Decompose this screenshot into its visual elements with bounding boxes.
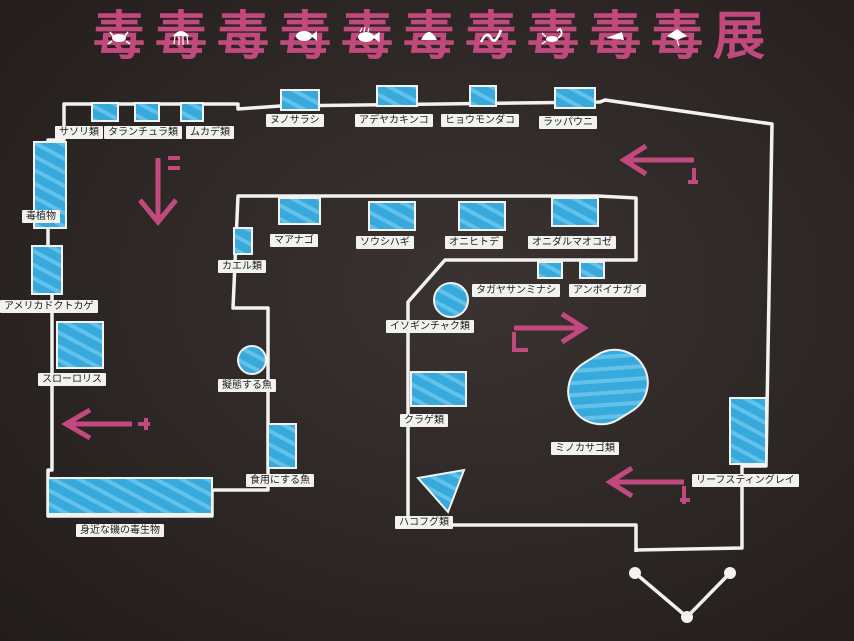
title-char-text: 毒 [154, 6, 207, 67]
tank-hyoumondako [469, 85, 497, 107]
tank-tagayasanminashi [537, 261, 563, 279]
label-slowloris: スローロリス [38, 373, 106, 386]
label-hakofugu: ハコフグ類 [395, 516, 453, 529]
shell-icon [421, 32, 437, 40]
tank-sasori [91, 102, 119, 122]
tank-nunosarashi [280, 89, 320, 111]
title-char: 展 [708, 6, 770, 68]
arrow-right-icon [512, 311, 589, 352]
sea-snake-icon [479, 29, 503, 43]
tank-tarantula [134, 102, 160, 122]
tank-maanago [278, 197, 321, 225]
tank-adeyakakingo [376, 85, 418, 107]
tank-slowloris [56, 321, 104, 369]
spiny-fish-icon [358, 26, 380, 43]
arrow-left-icon [605, 465, 690, 504]
title-char: 毒 [460, 6, 522, 68]
title-char: 毒 [336, 6, 398, 68]
label-onidarumaokoze: オニダルマオコゼ [528, 236, 616, 249]
title-char-text: 展 [712, 6, 765, 67]
label-kaeru: カエル類 [218, 260, 266, 273]
label-kurage: クラゲ類 [400, 414, 448, 427]
tank-hakofugu [416, 468, 466, 514]
tank-americadokutokage [31, 245, 63, 295]
label-onihitode: オニヒトデ [445, 236, 503, 249]
title-char: 毒 [212, 6, 274, 68]
tank-shokuyou [267, 423, 297, 469]
crab-icon [107, 31, 131, 45]
direction-arrows [61, 143, 698, 504]
arrow-left-icon [619, 143, 698, 184]
tank-soushihagi [368, 201, 416, 231]
label-shokuyou: 食用にする魚 [246, 474, 315, 487]
title-char: 毒 [646, 6, 708, 68]
tank-rappauni [554, 87, 596, 109]
tank-gitai [237, 345, 267, 375]
outer-wall [46, 98, 774, 552]
tank-mijika [47, 477, 213, 515]
stingray-icon [667, 29, 687, 46]
tank-leafstingray [729, 397, 767, 465]
title-char: 毒 [88, 6, 150, 68]
tank-isoginchaku [433, 282, 469, 318]
label-dokushokubutsu: 毒植物 [22, 210, 60, 223]
tank-minokasago [567, 348, 649, 426]
title-char: 毒 [274, 6, 336, 68]
label-isoginchaku: イソギンチャク類 [386, 320, 474, 333]
exit-marker [629, 567, 736, 623]
label-nunosarashi: ヌノサラシ [266, 114, 324, 127]
tank-anboinagai [579, 261, 605, 279]
cone-shell-icon [606, 32, 624, 40]
tank-onidarumaokoze [551, 197, 599, 227]
tank-kurage [410, 371, 467, 407]
label-minokasago: ミノカサゴ類 [551, 442, 619, 455]
title-char: 毒 [522, 6, 584, 68]
label-gitai: 擬態する魚 [218, 379, 276, 392]
label-hyoumondako: ヒョウモンダコ [441, 114, 519, 127]
label-sasori: サソリ類 [55, 126, 103, 139]
label-adeyakakingo: アデヤカキンコ [355, 114, 433, 127]
tank-mukade [180, 102, 204, 122]
exhibit-title: 毒 毒 毒 毒 毒 毒 毒 毒 毒 毒 展 [0, 6, 854, 68]
label-mijika: 身近な磯の毒生物 [76, 524, 164, 537]
title-char: 毒 [584, 6, 646, 68]
tanks [31, 85, 767, 515]
label-rappauni: ラッパウニ [539, 116, 597, 129]
label-tarantula: タランチュラ類 [104, 126, 182, 139]
arrow-left-icon [61, 407, 150, 441]
scorpion-icon [541, 27, 563, 45]
label-leafstingray: リーフスティングレイ [692, 474, 799, 487]
label-americadokutokage: アメリカドクトカゲ [0, 300, 98, 313]
title-char: 毒 [398, 6, 460, 68]
label-mukade: ムカデ類 [186, 126, 234, 139]
label-tagayasanminashi: タガヤサンミナシ [472, 284, 560, 297]
jellyfish-icon [173, 31, 189, 45]
title-char-text: 毒 [216, 6, 269, 67]
tank-kaeru [233, 227, 253, 255]
label-maanago: マアナゴ [270, 234, 318, 247]
arrow-down-icon [138, 156, 180, 226]
label-anboinagai: アンボイナガイ [569, 284, 647, 297]
walls [46, 98, 774, 552]
tank-onihitode [458, 201, 506, 231]
label-soushihagi: ソウシハギ [356, 236, 414, 249]
title-char: 毒 [150, 6, 212, 68]
fish-icon [296, 31, 317, 41]
